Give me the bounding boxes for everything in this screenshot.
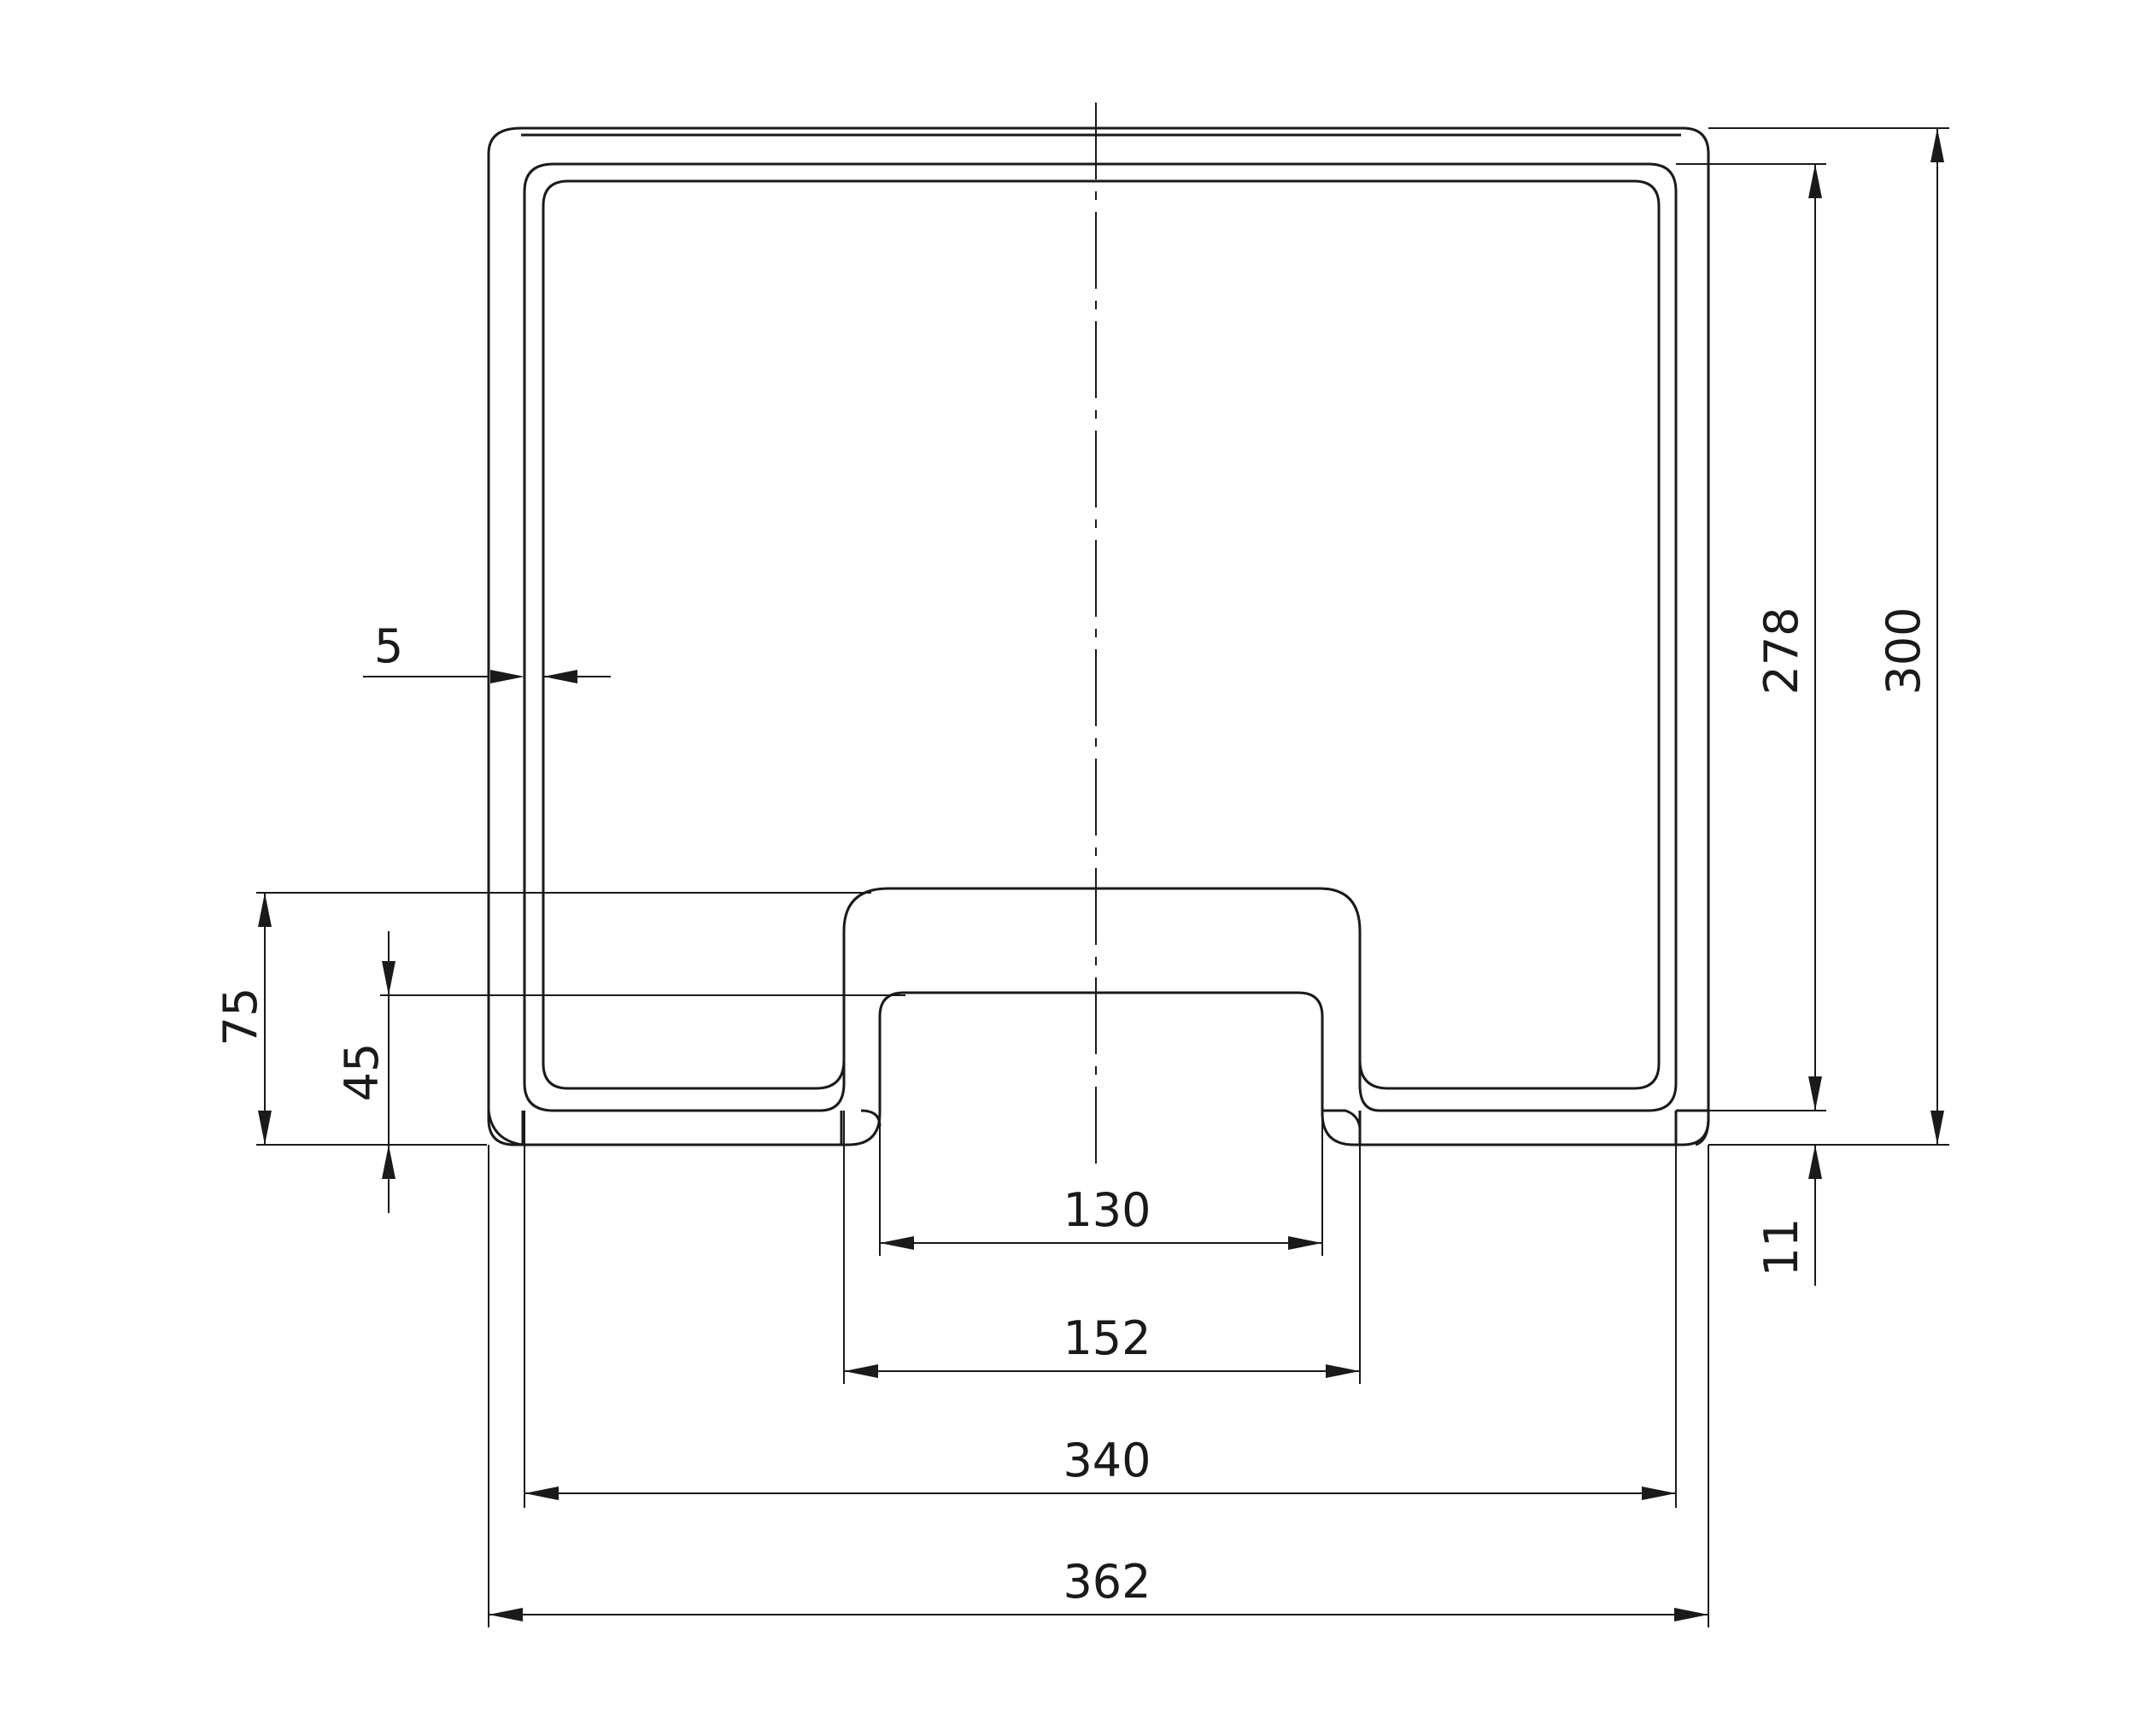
dimension-overall-height: 300 bbox=[1877, 128, 1944, 1145]
dimension-label-278: 278 bbox=[1755, 607, 1808, 695]
dimension-label-130: 130 bbox=[1063, 1183, 1151, 1237]
bottom-lip-left bbox=[487, 1109, 882, 1146]
dimension-label-5: 5 bbox=[374, 619, 403, 673]
dimension-label-340: 340 bbox=[1063, 1434, 1151, 1487]
inner-floor-outline-left bbox=[542, 179, 846, 1090]
extension-lines bbox=[256, 127, 1949, 1627]
dimension-notch-inner-depth: 45 bbox=[335, 931, 395, 1213]
dimension-inner-height: 278 bbox=[1755, 164, 1822, 1111]
dimension-label-75: 75 bbox=[214, 988, 267, 1047]
dimension-overall-width: 362 bbox=[489, 1555, 1708, 1621]
bottom-lip-right bbox=[1322, 1109, 1710, 1146]
dimension-rim-offset: 11 bbox=[1755, 1145, 1822, 1286]
outer-rim-outline bbox=[487, 126, 1710, 1146]
dimension-inner-width: 340 bbox=[524, 1434, 1676, 1500]
dimension-notch-inner-width: 130 bbox=[880, 1183, 1322, 1250]
inner-wall-outline bbox=[523, 162, 1678, 1112]
dimension-wall-thickness: 5 bbox=[363, 619, 611, 683]
dimension-label-45: 45 bbox=[335, 1043, 389, 1102]
dimension-label-362: 362 bbox=[1063, 1555, 1151, 1609]
dimension-notch-outer-depth: 75 bbox=[214, 893, 272, 1145]
inner-floor-outline bbox=[568, 179, 1661, 1090]
dimension-notch-outer-width: 152 bbox=[844, 1311, 1360, 1378]
dimension-label-11: 11 bbox=[1755, 1218, 1808, 1277]
dimension-label-152: 152 bbox=[1063, 1311, 1151, 1365]
dimension-label-300: 300 bbox=[1877, 607, 1930, 695]
